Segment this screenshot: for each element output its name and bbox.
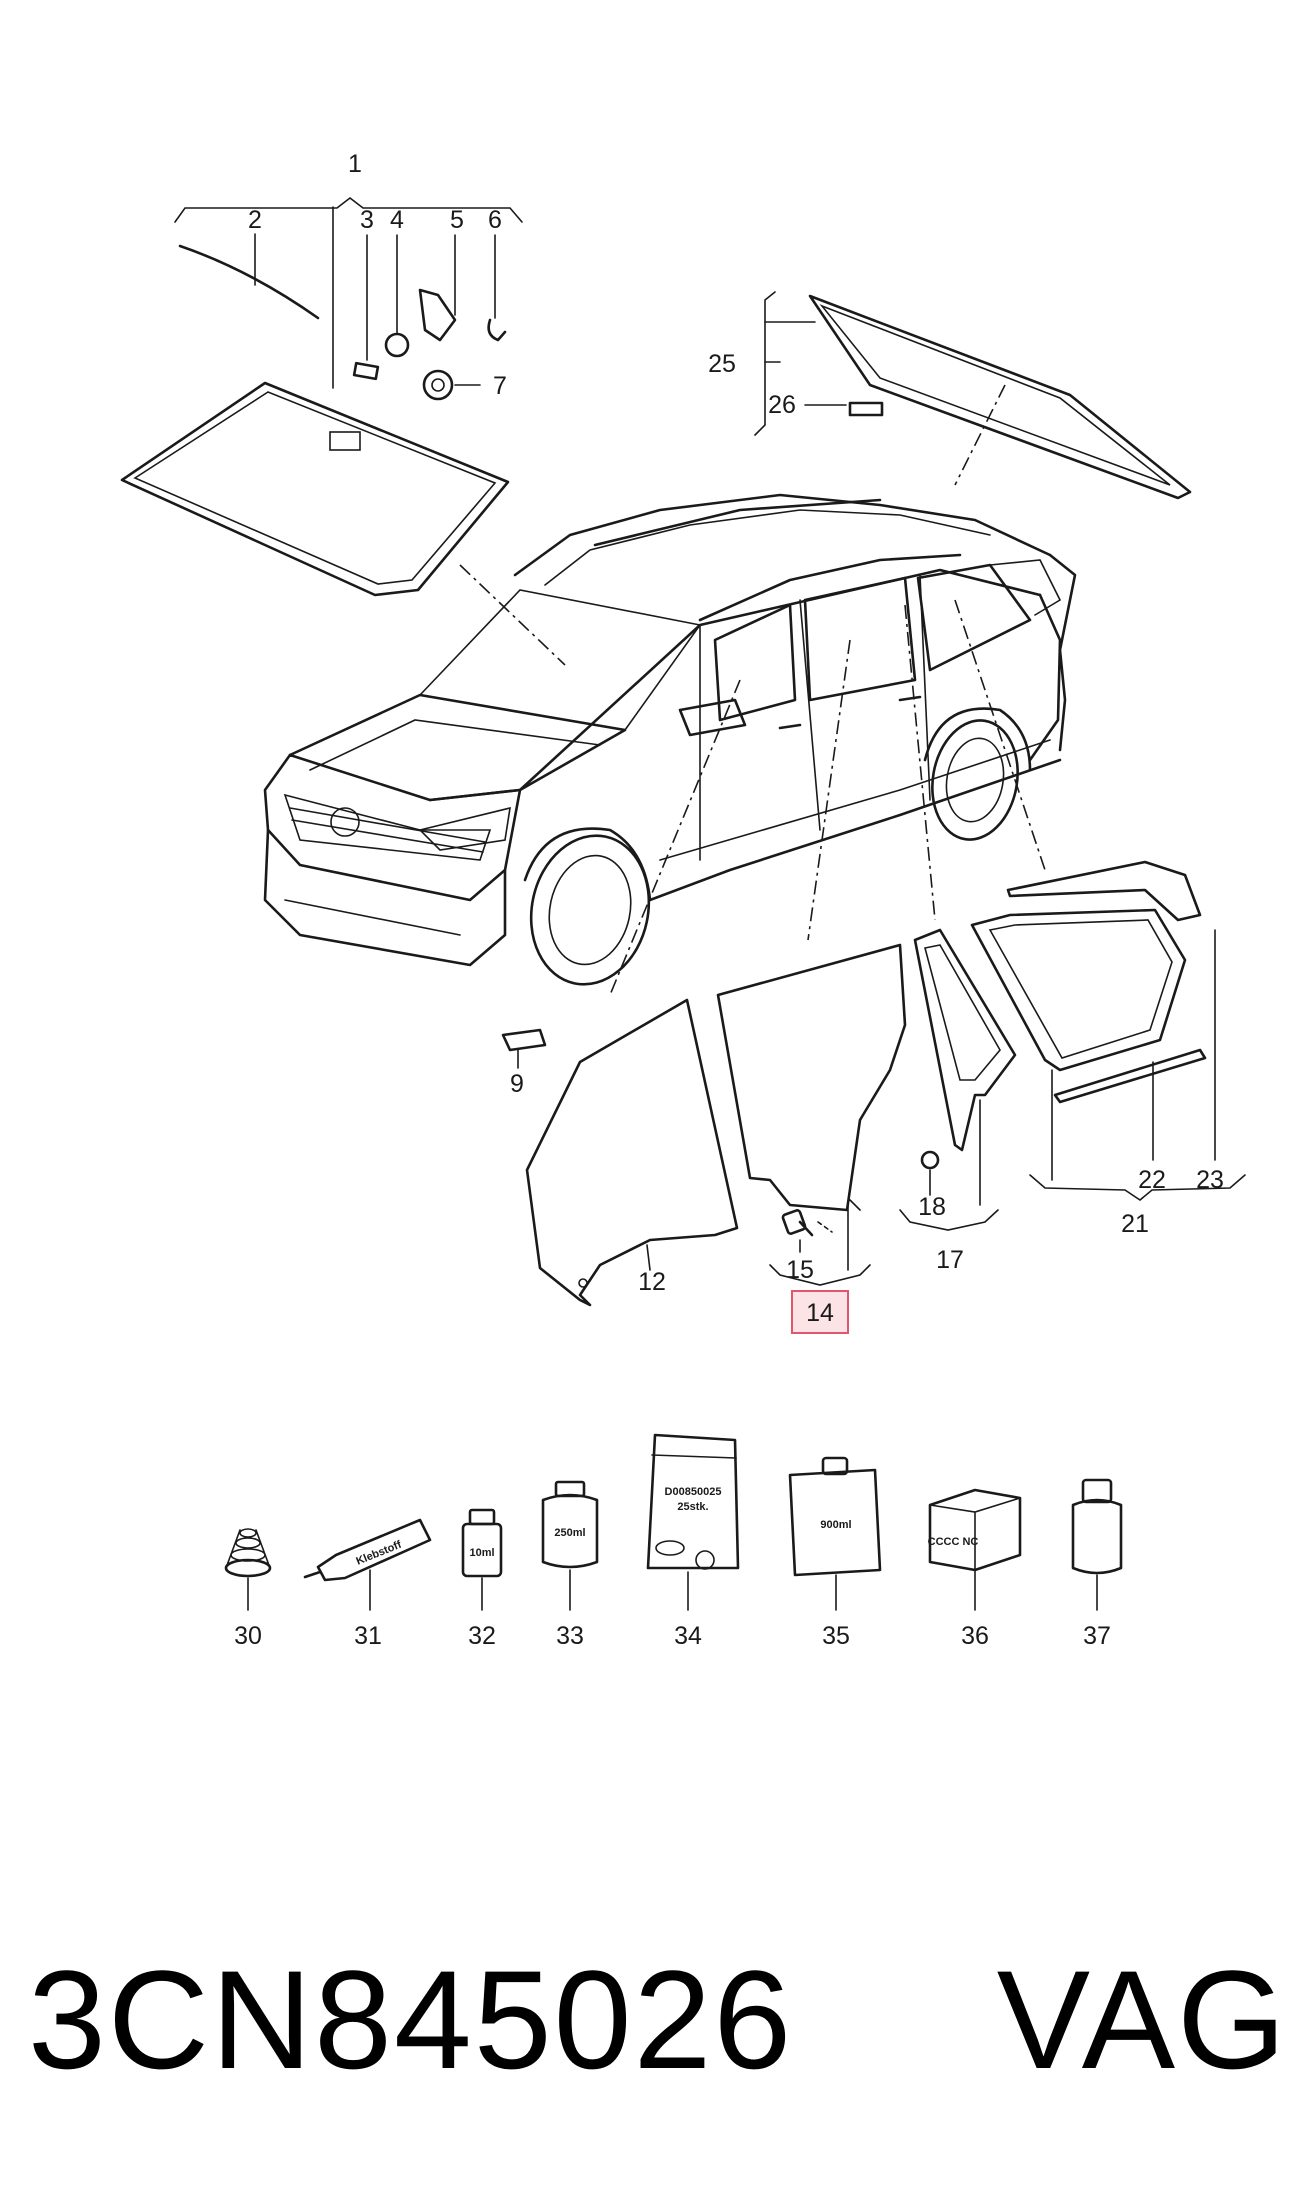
callout-37[interactable]: 37 (1083, 1622, 1111, 1650)
door-channel-group: 18 17 (899, 928, 1017, 1274)
callout-35[interactable]: 35 (822, 1622, 850, 1650)
callout-12[interactable]: 12 (638, 1268, 666, 1296)
part-31-adhesive-tube: Klebstoff 31 (303, 1518, 432, 1650)
rear-door-glass: 15 14 (716, 943, 907, 1334)
part-30-sealing-cord: 30 (224, 1528, 272, 1650)
part-34-bag: D00850025 25stk. 34 (646, 1433, 740, 1650)
vehicle-outline (263, 493, 1077, 996)
callout-1[interactable]: 1 (348, 150, 362, 178)
part-36-box: CCCC NC 36 (928, 1488, 1022, 1650)
bag-label-line2: 25stk. (677, 1501, 708, 1513)
bottle-label: 10ml (469, 1547, 494, 1559)
callout-30[interactable]: 30 (234, 1622, 262, 1650)
callout-36[interactable]: 36 (961, 1622, 989, 1650)
container-label: 900ml (820, 1519, 851, 1531)
callout-23[interactable]: 23 (1196, 1166, 1224, 1194)
callout-21[interactable]: 21 (1121, 1210, 1149, 1238)
part-32-small-bottle: 10ml 32 (461, 1508, 503, 1650)
callout-31[interactable]: 31 (354, 1622, 382, 1650)
callout-33[interactable]: 33 (556, 1622, 584, 1650)
callout-18[interactable]: 18 (918, 1193, 946, 1221)
front-door-glass: 12 (525, 998, 739, 1307)
bag-label-line1: D00850025 (665, 1486, 722, 1498)
callout-25[interactable]: 25 (708, 350, 736, 378)
part-33-can: 250ml 33 (541, 1480, 599, 1650)
callout-17[interactable]: 17 (936, 1246, 964, 1274)
callout-5[interactable]: 5 (450, 206, 464, 234)
callout-9[interactable]: 9 (510, 1070, 524, 1098)
part-37-primer-bottle: 37 (1071, 1478, 1123, 1650)
callout-26[interactable]: 26 (768, 391, 796, 419)
can-label: 250ml (554, 1527, 585, 1539)
accessories-row: 30 Klebstoff 31 10ml 32 250ml 33 (224, 1433, 1123, 1650)
rear-window-glass (808, 294, 1192, 500)
part-35-container: 900ml 35 (788, 1456, 882, 1650)
windscreen-group: 1 2 3 4 5 6 7 (120, 150, 566, 666)
callout-32[interactable]: 32 (468, 1622, 496, 1650)
callout-3[interactable]: 3 (360, 206, 374, 234)
callout-4[interactable]: 4 (390, 206, 404, 234)
callout-34[interactable]: 34 (674, 1622, 702, 1650)
callout-7[interactable]: 7 (493, 372, 507, 400)
box-label: CCCC NC (928, 1536, 979, 1548)
windscreen-glass (120, 381, 510, 597)
part-number-footer: 3CN845026 VAG (28, 1941, 1288, 2098)
quarter-glass-group: 22 23 21 (970, 860, 1246, 1238)
brand: VAG (996, 1941, 1288, 2098)
callout-2[interactable]: 2 (248, 206, 262, 234)
part-9: 9 (501, 1028, 547, 1098)
callout-14[interactable]: 14 (806, 1299, 834, 1327)
callout-6[interactable]: 6 (488, 206, 502, 234)
callout-14-highlight (791, 1290, 849, 1334)
rear-window-group: 25 26 (708, 291, 1192, 500)
part-number: 3CN845026 (28, 1941, 794, 2098)
